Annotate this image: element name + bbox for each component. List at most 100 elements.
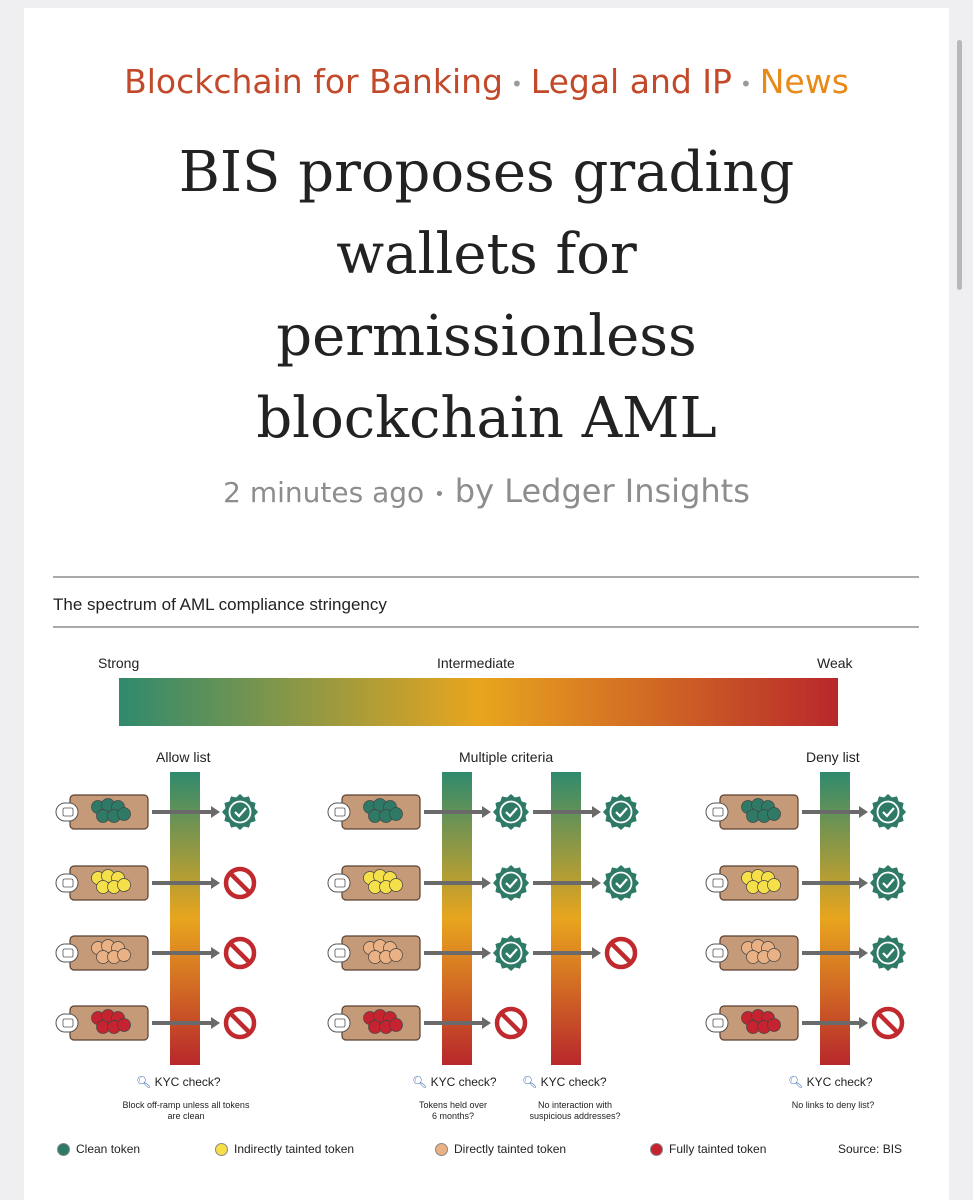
arrow-icon [533,806,601,818]
wallet-icon [55,794,149,830]
wallet-icon [327,1005,421,1041]
kyc-check-label: 🔍︎ KYC check? [788,1075,873,1089]
arrow-icon [533,947,601,959]
figure-graphics [53,576,919,1065]
scale-label-intermediate: Intermediate [437,655,515,671]
wallet-icon [705,1005,799,1041]
token-icon [767,878,781,892]
token-icon [767,948,781,962]
arrow-icon [802,947,868,959]
legend-swatch-icon [650,1143,663,1156]
arrow-icon [424,947,491,959]
token-icon [389,948,403,962]
figure-source: Source: BIS [838,1142,903,1156]
arrow-icon [152,877,220,889]
panel-label-allow-list: Allow list [156,749,211,765]
published-time: 2 minutes ago [223,476,425,509]
magnifier-icon: 🔍︎ [412,1075,428,1089]
prohibited-icon [223,936,257,970]
check-badge-icon [222,794,258,830]
wallet-icon [705,935,799,971]
wallet-icon [55,935,149,971]
check-caption: Tokens held over 6 months? [418,1100,488,1121]
meta-separator: • [434,483,445,505]
token-icon [117,878,131,892]
category-link-news[interactable]: News [759,62,849,101]
check-badge-icon [493,865,529,901]
token-icon [767,1018,781,1032]
wallet-icon [55,865,149,901]
token-icon [389,807,403,821]
author-byline[interactable]: by Ledger Insights [454,472,750,510]
check-badge-icon [493,794,529,830]
wallet-icon [705,865,799,901]
prohibited-icon [494,1006,528,1040]
kyc-check-label: 🔍︎ KYC check? [412,1075,497,1089]
token-icon [117,807,131,821]
panel-label-multiple-criteria: Multiple criteria [459,749,554,765]
legend-swatch-icon [57,1143,70,1156]
prohibited-icon [223,1006,257,1040]
article-meta: 2 minutes ago • by Ledger Insights [0,472,973,510]
scrollbar[interactable] [957,40,962,290]
wallet-icon [55,1005,149,1041]
token-icon [117,1018,131,1032]
arrow-icon [802,1017,868,1029]
check-badge-icon [493,935,529,971]
check-caption: No interaction with suspicious addresses… [529,1100,621,1121]
magnifier-icon: 🔍︎ [522,1075,538,1089]
legend-clean-token: Clean token [52,1142,140,1156]
category-separator: • [739,71,752,96]
arrow-icon [152,806,220,818]
arrow-icon [424,877,491,889]
legend-directly-tainted-token: Directly tainted token [430,1142,566,1156]
category-link-legal-ip[interactable]: Legal and IP [530,62,732,101]
prohibited-icon [604,936,638,970]
check-caption: Block off-ramp unless all tokens are cle… [122,1100,250,1121]
panel-label-deny-list: Deny list [806,749,860,765]
arrow-icon [424,806,491,818]
criteria-gradient-column [442,772,472,1065]
kyc-check-label: 🔍︎ KYC check? [136,1075,221,1089]
token-icon [389,1018,403,1032]
wallet-icon [327,794,421,830]
arrow-icon [152,947,220,959]
check-badge-icon [603,865,639,901]
check-badge-icon [603,794,639,830]
magnifier-icon: 🔍︎ [136,1075,152,1089]
scale-label-strong: Strong [98,655,140,671]
scale-label-weak: Weak [817,655,853,671]
stringency-gradient-bar [119,678,838,726]
arrow-icon [802,877,868,889]
aml-spectrum-figure: The spectrum of AML compliance stringenc… [0,560,973,1180]
criteria-gradient-column [820,772,850,1065]
arrow-icon [424,1017,491,1029]
check-badge-icon [870,935,906,971]
article-title: BIS proposes grading wallets for permiss… [178,140,795,451]
legend-indirectly-tainted-token: Indirectly tainted token [210,1142,354,1156]
legend-swatch-icon [215,1143,228,1156]
legend-fully-tainted-token: Fully tainted token [645,1142,766,1156]
criteria-gradient-column [551,772,581,1065]
token-icon [389,878,403,892]
arrow-icon [533,877,601,889]
arrow-icon [152,1017,220,1029]
wallet-icon [327,935,421,971]
legend-swatch-icon [435,1143,448,1156]
category-separator: • [510,71,523,96]
prohibited-icon [871,1006,905,1040]
figure-title: The spectrum of AML compliance stringenc… [53,595,387,614]
prohibited-icon [223,866,257,900]
wallet-icon [327,865,421,901]
magnifier-icon: 🔍︎ [788,1075,804,1089]
check-badge-icon [870,865,906,901]
arrow-icon [802,806,868,818]
kyc-check-label: 🔍︎ KYC check? [522,1075,607,1089]
check-badge-icon [870,794,906,830]
criteria-gradient-column [170,772,200,1065]
check-caption: No links to deny list? [791,1100,875,1110]
wallet-icon [705,794,799,830]
token-icon [767,807,781,821]
category-link-blockchain-banking[interactable]: Blockchain for Banking [124,62,503,101]
category-breadcrumb: Blockchain for Banking • Legal and IP • News [0,62,973,101]
